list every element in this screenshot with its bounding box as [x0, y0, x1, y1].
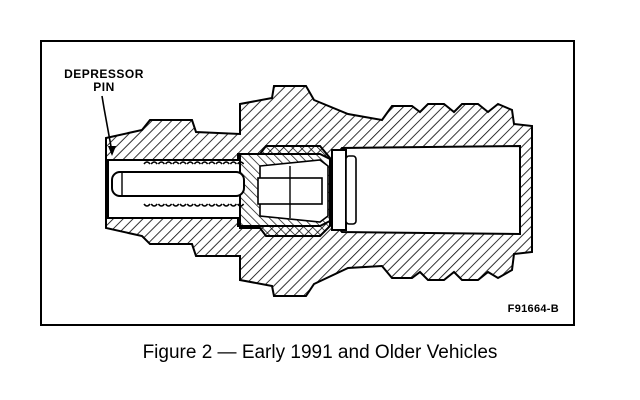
spring-coil	[201, 161, 209, 165]
depressor-pin	[111, 171, 245, 197]
spring-coil	[143, 161, 151, 165]
spring-coil	[157, 161, 165, 165]
spring-coil	[157, 203, 165, 207]
spring-coil	[229, 203, 237, 207]
seal-ring	[331, 149, 347, 231]
spring-coil	[150, 161, 158, 165]
spring-coil	[143, 203, 151, 207]
spring-coil	[215, 203, 223, 207]
spring-coil	[201, 203, 209, 207]
spring-coil	[179, 203, 187, 207]
seal-ring-inner	[345, 155, 357, 225]
spring-coil	[172, 161, 180, 165]
spring-coil	[222, 203, 230, 207]
spring-coil	[229, 161, 237, 165]
spring-coil	[208, 161, 216, 165]
spring-coil	[237, 203, 245, 207]
spring-coil	[165, 203, 173, 207]
spring-coil	[193, 161, 201, 165]
spring-coil	[215, 161, 223, 165]
spring-coil	[186, 203, 194, 207]
part-number-label: F91664-B	[507, 303, 559, 315]
spring-coil	[222, 161, 230, 165]
spring	[143, 161, 245, 207]
spring-coil	[186, 161, 194, 165]
figure-caption: Figure 2 — Early 1991 and Older Vehicles	[142, 342, 498, 363]
callout-leader-line	[101, 95, 113, 153]
depressor-label-line1: DEPRESSOR	[64, 67, 144, 81]
spring-coil	[179, 161, 187, 165]
spring-coil	[208, 203, 216, 207]
valve-cross-section-diagram	[101, 85, 533, 297]
depressor-pin-label: DEPRESSOR PIN	[56, 68, 152, 94]
spring-coil	[150, 203, 158, 207]
spring-coil	[165, 161, 173, 165]
callout-arrowhead	[108, 146, 116, 156]
depressor-label-line2: PIN	[93, 80, 115, 94]
spring-coil	[237, 161, 245, 165]
spring-coil	[172, 203, 180, 207]
spring-coil	[193, 203, 201, 207]
figure-frame: DEPRESSOR PIN F91664-B	[40, 40, 575, 326]
